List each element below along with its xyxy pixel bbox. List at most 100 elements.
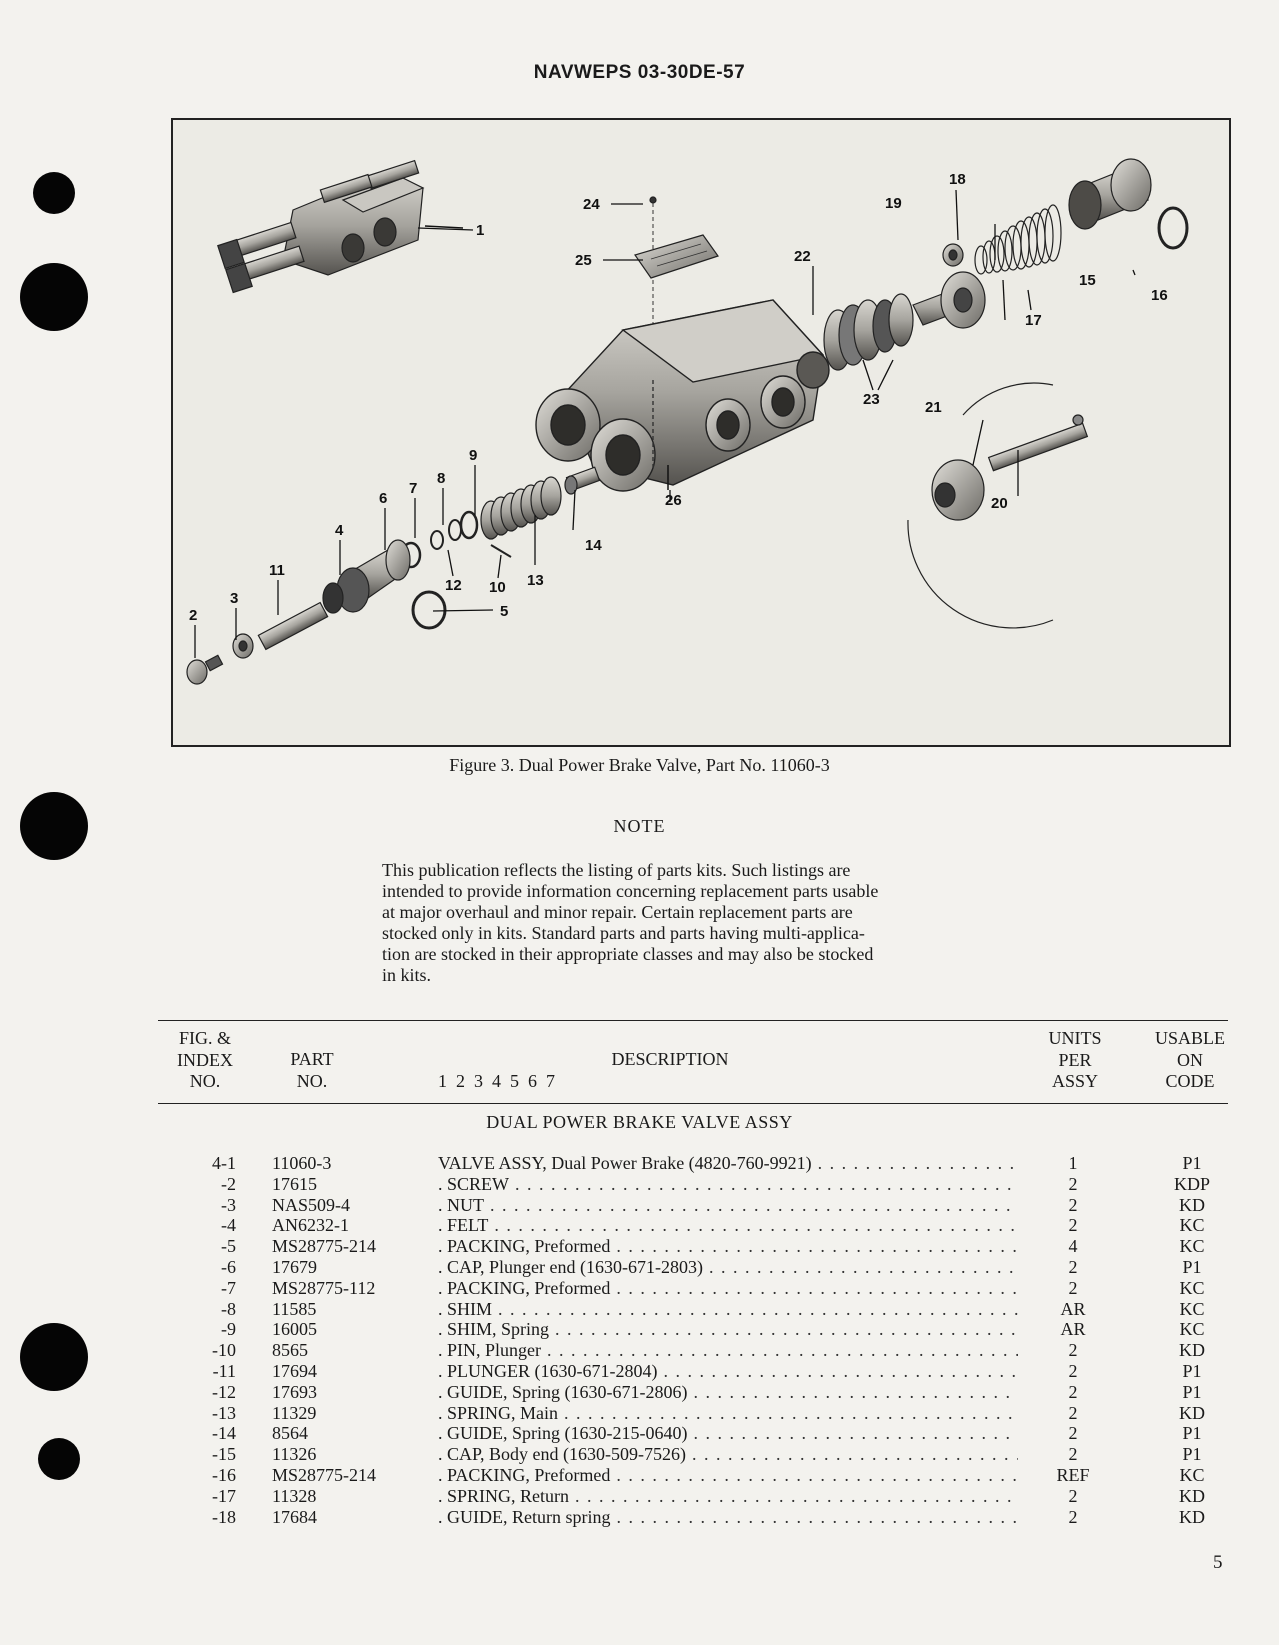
usable-code-cell: KD — [1179, 1402, 1205, 1423]
description-cell: . GUIDE, Return spring . . . . . . . . .… — [438, 1507, 1018, 1528]
return-spring — [974, 204, 1062, 275]
header-description: DESCRIPTION — [611, 1049, 729, 1069]
units-cell: AR — [1060, 1319, 1086, 1340]
units-cell: 2 — [1068, 1194, 1078, 1215]
units-cell: 2 — [1068, 1506, 1078, 1527]
part-number-cell: 11060-3 — [272, 1153, 332, 1173]
callout-1: 1 — [476, 222, 484, 239]
usable-code-cell: KC — [1179, 1319, 1205, 1340]
leader-dots: . . . . . . . . . . . . . . . . . . . . … — [817, 1153, 1018, 1173]
description-text: . PACKING, Preformed — [438, 1277, 611, 1298]
callout-18: 18 — [949, 171, 966, 188]
units-cell: 2 — [1068, 1423, 1078, 1444]
index-cell: -7 — [221, 1277, 236, 1298]
callout-9: 9 — [469, 447, 477, 464]
callout-20: 20 — [991, 495, 1008, 512]
punch-hole — [20, 263, 88, 331]
usable-code-cell: P1 — [1182, 1381, 1202, 1402]
description-cell: . SHIM . . . . . . . . . . . . . . . . .… — [438, 1299, 1018, 1320]
description-cell: . PLUNGER (1630-671-2804) . . . . . . . … — [438, 1361, 1018, 1382]
description-cell: . SCREW . . . . . . . . . . . . . . . . … — [438, 1174, 1018, 1195]
leader-dots: . . . . . . . . . . . . . . . . . . . . … — [616, 1465, 1018, 1485]
part-number-cell: 17694 — [272, 1361, 317, 1381]
part-number-cell: 11329 — [272, 1402, 317, 1423]
detail-view — [907, 382, 1089, 629]
callout-13: 13 — [527, 572, 544, 589]
index-cell: -10 — [212, 1340, 236, 1361]
callout-19: 19 — [885, 195, 902, 212]
callout-21: 21 — [925, 399, 942, 416]
header-part-no: PART NO. — [290, 1049, 334, 1091]
usable-code-cell: KD — [1179, 1506, 1205, 1527]
units-cell: 2 — [1068, 1173, 1078, 1194]
callout-3: 3 — [230, 590, 238, 607]
usable-code-cell: KDP — [1173, 1173, 1210, 1194]
index-cell: -11 — [212, 1361, 236, 1381]
description-text: . SPRING, Main — [438, 1402, 559, 1423]
leader-dots: . . . . . . . . . . . . . . . . . . . . … — [693, 1381, 1018, 1402]
callout-8: 8 — [437, 470, 445, 487]
section-title: DUAL POWER BRAKE VALVE ASSY — [486, 1112, 793, 1132]
note-line: tion are stocked in their appropriate cl… — [382, 944, 874, 964]
description-text: . NUT — [438, 1194, 484, 1215]
leader-dots: . . . . . . . . . . . . . . . . . . . . … — [616, 1236, 1018, 1257]
description-text: . SCREW — [438, 1173, 510, 1194]
units-cell: REF — [1056, 1465, 1090, 1485]
leader-dots: . . . . . . . . . . . . . . . . . . . . … — [616, 1277, 1018, 1298]
leader-dots: . . . . . . . . . . . . . . . . . . . . … — [564, 1402, 1018, 1423]
description-text: . PACKING, Preformed — [438, 1236, 611, 1257]
units-cell: 4 — [1068, 1236, 1078, 1257]
page-number: 5 — [1213, 1552, 1223, 1573]
index-cell: -15 — [212, 1444, 236, 1465]
index-cell: -16 — [212, 1465, 236, 1485]
usable-code-cell: KC — [1179, 1298, 1205, 1319]
part-number-cell: 11326 — [272, 1444, 317, 1465]
callout-12: 12 — [445, 577, 462, 594]
callout-15: 15 — [1079, 272, 1096, 289]
callout-5: 5 — [500, 603, 508, 620]
units-cell: 1 — [1068, 1153, 1078, 1173]
leader-dots: . . . . . . . . . . . . . . . . . . . . … — [547, 1340, 1018, 1361]
usable-code-cell: KD — [1179, 1485, 1205, 1506]
leader-dots: . . . . . . . . . . . . . . . . . . . . … — [498, 1298, 1018, 1319]
callout-25: 25 — [575, 252, 592, 269]
description-text: VALVE ASSY, Dual Power Brake (4820-760-9… — [438, 1153, 812, 1173]
index-cell: -13 — [212, 1402, 236, 1423]
usable-code-cell: KC — [1179, 1236, 1205, 1257]
table-top-rule — [158, 1020, 1228, 1021]
units-cell: 2 — [1068, 1485, 1078, 1506]
callout-24: 24 — [583, 196, 600, 213]
leader-dots: . . . . . . . . . . . . . . . . . . . . … — [494, 1215, 1018, 1236]
usable-code-cell: P1 — [1182, 1444, 1202, 1465]
note-line: This publication reflects the listing of… — [382, 860, 851, 880]
leader-dots: . . . . . . . . . . . . . . . . . . . . … — [515, 1173, 1018, 1194]
callout-17: 17 — [1025, 312, 1042, 329]
part-number-cell: 17615 — [272, 1173, 317, 1194]
callout-14: 14 — [585, 537, 602, 554]
index-cell: -9 — [221, 1319, 236, 1340]
figure-caption: Figure 3. Dual Power Brake Valve, Part N… — [449, 755, 830, 775]
usable-code-cell: P1 — [1182, 1423, 1202, 1444]
units-cell: 2 — [1068, 1257, 1078, 1277]
index-cell: -12 — [212, 1381, 236, 1402]
leader-dots: . . . . . . . . . . . . . . . . . . . . … — [663, 1361, 1018, 1381]
description-cell: . CAP, Plunger end (1630-671-2803) . . .… — [438, 1257, 1018, 1278]
leader-dots: . . . . . . . . . . . . . . . . . . . . … — [555, 1319, 1018, 1340]
description-cell: . SPRING, Return . . . . . . . . . . . .… — [438, 1486, 1018, 1507]
description-text: . GUIDE, Spring (1630-671-2806) — [438, 1381, 688, 1402]
left-side-parts — [186, 466, 601, 685]
part-number-cell: 11585 — [272, 1298, 317, 1319]
header-usable-on-code: USABLE ON CODE — [1154, 1028, 1225, 1091]
index-cell: 4-1 — [212, 1153, 236, 1173]
callout-11: 11 — [269, 562, 285, 579]
callout-26: 26 — [665, 492, 682, 509]
index-cell: -17 — [212, 1485, 236, 1506]
punch-hole — [33, 172, 75, 214]
note-line: at major overhaul and minor repair. Cert… — [382, 902, 853, 922]
